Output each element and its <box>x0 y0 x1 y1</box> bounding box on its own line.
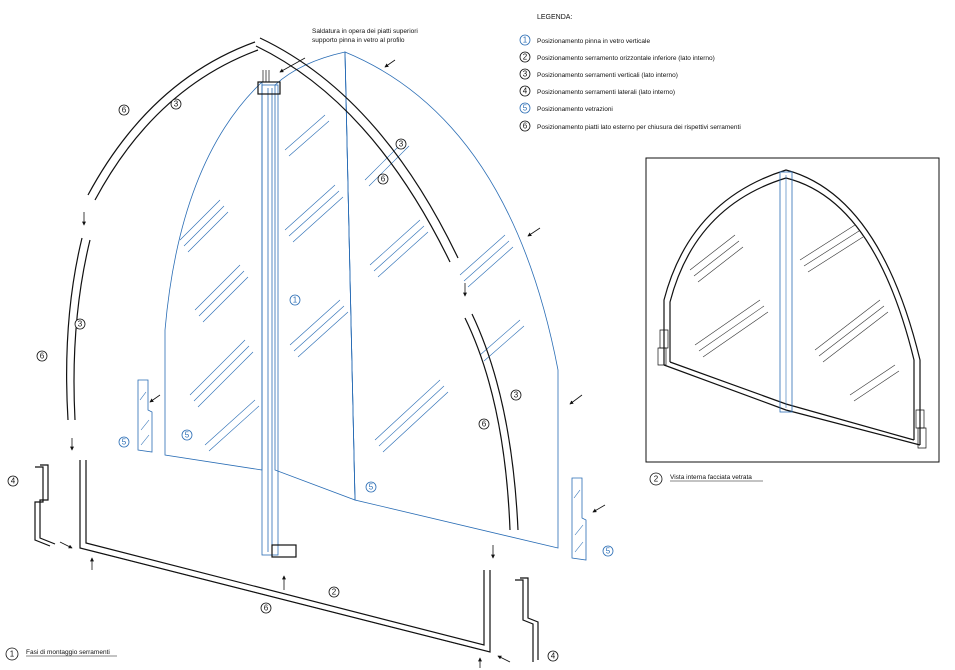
exploded-view: 6 3 3 6 3 6 1 3 6 5 5 5 5 4 4 2 6 Saldat… <box>7 28 614 668</box>
caption-right: 2 Vista interna facciata vetrata <box>649 472 763 486</box>
assembly-arrows <box>59 57 606 668</box>
callout-3a: 3 <box>174 100 179 109</box>
callout-4b: 4 <box>551 652 556 661</box>
callout-5c: 5 <box>369 483 374 492</box>
weld-note-line2: supporto pinna in vetro al profilo <box>312 37 405 44</box>
callout-5d: 5 <box>606 547 611 556</box>
small-glass-panels <box>137 379 587 561</box>
glass-pane-right <box>344 51 559 549</box>
bottom-frame <box>79 460 491 653</box>
callout-2: 2 <box>332 588 337 597</box>
callout-3d: 3 <box>514 391 519 400</box>
callout-6c: 6 <box>40 352 45 361</box>
callout-3b: 3 <box>399 140 404 149</box>
inset-view <box>645 157 940 463</box>
legend-item-3: 3 Posizionamento serramenti verticali (l… <box>519 68 678 80</box>
callout-3c: 3 <box>78 320 83 329</box>
callout-4a: 4 <box>11 477 16 486</box>
caption-left-text: Fasi di montaggio serramenti <box>26 649 110 656</box>
legend: LEGENDA: 1 Posizionamento pinna in vetro… <box>519 14 741 132</box>
callout-5a: 5 <box>122 438 127 447</box>
glass-hatching <box>179 114 525 453</box>
legend-item-6-num: 6 <box>523 122 528 131</box>
legend-item-6: 6 Posizionamento piatti lato esterno per… <box>519 120 741 132</box>
lateral-frames <box>34 464 539 662</box>
glass-pane-center <box>274 51 356 501</box>
legend-item-3-text: Posizionamento serramenti verticali (lat… <box>537 72 678 79</box>
legend-item-1: 1 Posizionamento pinna in vetro vertical… <box>519 34 650 46</box>
callouts-main: 6 3 3 6 3 6 1 3 6 5 5 5 5 4 4 2 6 <box>7 98 614 662</box>
vertical-glass-fin <box>257 70 297 558</box>
legend-item-2-num: 2 <box>523 53 528 62</box>
legend-item-2-text: Posizionamento serramento orizzontale in… <box>537 55 715 62</box>
legend-item-4-text: Posizionamento serramenti laterali (lato… <box>537 89 675 96</box>
weld-note: Saldatura in opera dei piatti superiori … <box>312 28 418 44</box>
legend-item-2: 2 Posizionamento serramento orizzontale … <box>519 51 715 63</box>
glass-panes <box>164 51 559 549</box>
caption-right-num: 2 <box>654 475 659 484</box>
caption-right-text: Vista interna facciata vetrata <box>670 474 752 481</box>
callout-5b: 5 <box>185 431 190 440</box>
legend-item-4: 4 Posizionamento serramenti laterali (la… <box>519 85 675 97</box>
legend-item-5-text: Posizionamento vetrazioni <box>537 106 613 113</box>
callout-6a: 6 <box>122 106 127 115</box>
glass-pane-left <box>164 81 263 471</box>
legend-item-3-num: 3 <box>523 70 528 79</box>
callout-6e: 6 <box>264 604 269 613</box>
arch-frames <box>66 37 519 531</box>
legend-item-1-text: Posizionamento pinna in vetro verticale <box>537 38 650 45</box>
callout-6b: 6 <box>381 175 386 184</box>
legend-item-5: 5 Posizionamento vetrazioni <box>519 102 613 114</box>
legend-item-4-num: 4 <box>523 87 528 96</box>
caption-left: 1 Fasi di montaggio serramenti <box>5 647 117 661</box>
legend-item-6-text: Posizionamento piatti lato esterno per c… <box>537 124 741 131</box>
legend-item-5-num: 5 <box>523 104 528 113</box>
callout-1: 1 <box>293 296 298 305</box>
legend-title: LEGENDA: <box>537 14 572 21</box>
weld-note-line1: Saldatura in opera dei piatti superiori <box>312 28 418 35</box>
caption-left-num: 1 <box>10 650 15 659</box>
callout-6d: 6 <box>482 420 487 429</box>
legend-item-1-num: 1 <box>523 36 528 45</box>
glass-joint <box>344 51 356 501</box>
